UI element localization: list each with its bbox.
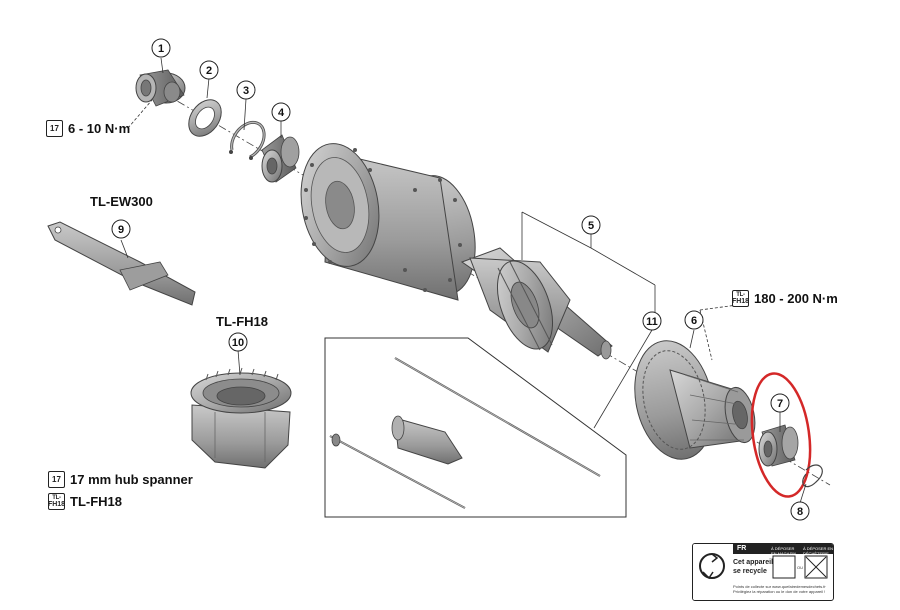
legend-spanner-text: 17 mm hub spanner: [70, 472, 193, 487]
tool-tl-fh18[interactable]: [190, 367, 292, 469]
callout-9: 9: [111, 219, 131, 239]
recycle-line2: se recycle: [733, 568, 767, 575]
callout-1: 1: [151, 38, 171, 58]
svg-text:3: 3: [243, 85, 249, 97]
recycle-col2: À DÉPOSER EN DÉCHÈTERIE: [803, 546, 834, 556]
svg-text:4: 4: [278, 107, 285, 119]
svg-text:2: 2: [206, 65, 212, 77]
callout-10: 10: [228, 332, 248, 352]
callout-7: 7: [770, 393, 790, 413]
callout-circles: 1 2 3 4 5 6 7 8 9 10 11: [111, 38, 810, 521]
legend-spanner: 17 17 mm hub spanner: [48, 471, 193, 488]
recycle-header: FR: [737, 545, 747, 552]
shop-icon: [772, 555, 796, 579]
hub-spanner-icon: 17: [46, 120, 63, 137]
leader-lines: [120, 57, 807, 504]
part-2-washer[interactable]: [182, 94, 228, 143]
part-5-axle-assembly[interactable]: [460, 247, 613, 360]
recycle-line1: Cet appareil: [733, 559, 774, 566]
recycle-or: OU: [797, 565, 803, 570]
callout-6: 6: [684, 310, 704, 330]
svg-text:11: 11: [646, 316, 658, 328]
highlight-ellipse: [750, 372, 812, 498]
part-3-snap-ring[interactable]: [229, 120, 266, 160]
svg-text:10: 10: [232, 337, 244, 349]
callout-3: 3: [236, 80, 256, 100]
tool-tl-ew300[interactable]: [47, 221, 196, 306]
recycle-col1: À DÉPOSER EN MAGASIN: [771, 546, 797, 556]
part-1-lock-ring[interactable]: [135, 69, 186, 107]
callout-11: 11: [642, 311, 662, 331]
legend-tool: TL- FH18 TL-FH18: [48, 493, 122, 510]
label-tl-ew300: TL-EW300: [90, 194, 153, 209]
svg-text:8: 8: [797, 506, 803, 518]
label-tl-fh18: TL-FH18: [216, 314, 268, 329]
part-4-bearing[interactable]: [261, 134, 300, 183]
detail-inset-box: [324, 337, 627, 518]
svg-text:9: 9: [118, 224, 124, 236]
callout-8: 8: [790, 501, 810, 521]
tl-fh18-tool-icon: TL- FH18: [47, 493, 66, 510]
part-6-freehub-body[interactable]: [624, 333, 759, 466]
recycle-mark: FR Cet appareil se recycle À DÉPOSER EN …: [692, 543, 834, 601]
svg-text:6: 6: [691, 315, 697, 327]
torque-value-lock-ring: 6 - 10 N·m: [68, 121, 131, 136]
svg-text:7: 7: [777, 398, 783, 410]
recycle-footer: Points de collecte sur www.quefairedemes…: [733, 584, 826, 594]
bin-crossed-icon: [804, 555, 828, 579]
svg-text:1: 1: [158, 43, 164, 55]
recycle-header-bar: [733, 544, 833, 554]
torque-spec-lock-ring: 17 6 - 10 N·m: [46, 120, 130, 137]
recycle-mark-graphics: [693, 544, 833, 600]
legend-tool-text: TL-FH18: [70, 494, 122, 509]
tl-fh18-tool-icon: TL- FH18: [731, 290, 750, 307]
hub-shell[interactable]: [292, 137, 484, 301]
torque-spec-freehub: TL- FH18 180 - 200 N·m: [732, 290, 838, 307]
hub-spanner-icon: 17: [48, 471, 65, 488]
part-8-spring[interactable]: [802, 464, 823, 488]
callout-5: 5: [581, 215, 601, 235]
svg-text:5: 5: [588, 220, 594, 232]
callout-4: 4: [271, 102, 291, 122]
torque-value-freehub: 180 - 200 N·m: [754, 291, 838, 306]
part-7-end-cap[interactable]: [758, 424, 799, 467]
callout-2: 2: [199, 60, 219, 80]
